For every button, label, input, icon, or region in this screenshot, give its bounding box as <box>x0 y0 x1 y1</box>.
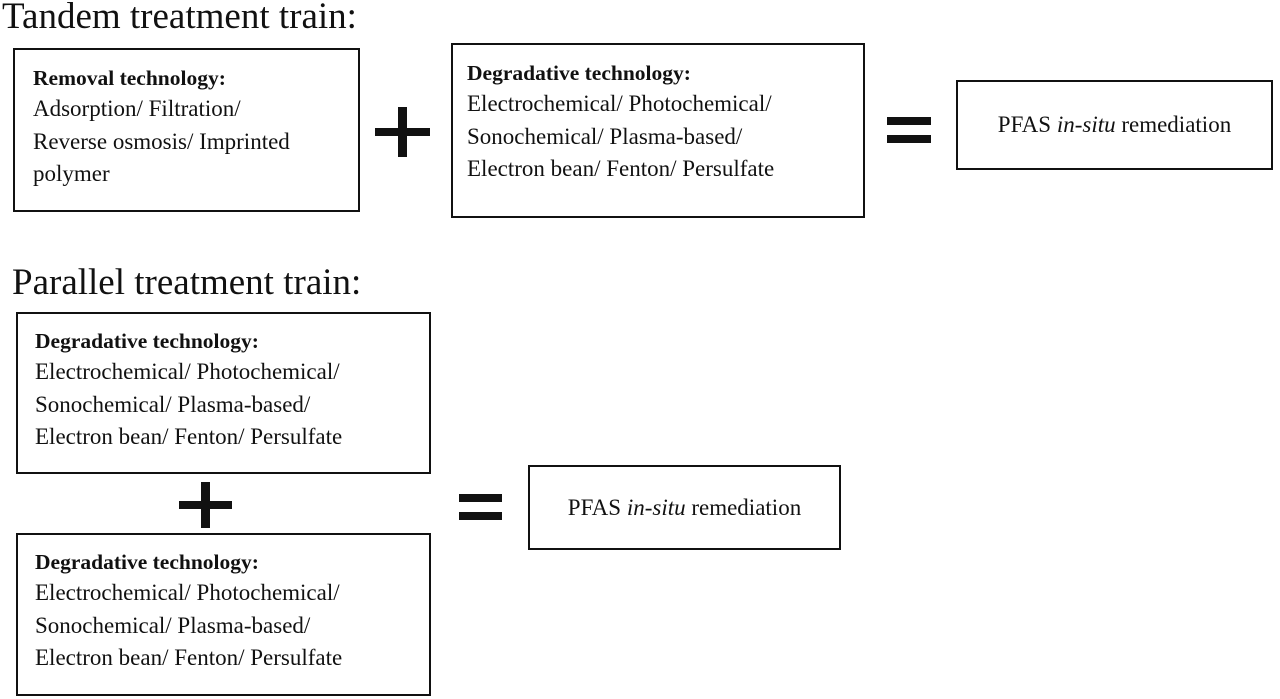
parallel-degradative-top-title: Degradative technology: <box>35 329 259 353</box>
parallel-degradative-top-line-1: Electrochemical/ Photochemical/ <box>35 359 340 384</box>
tandem-result-box: PFAS in-situ remediation <box>956 80 1273 170</box>
tandem-removal-line-2: Reverse osmosis/ Imprinted <box>33 128 290 154</box>
tandem-degradative-box: Degradative technology: Electrochemical/… <box>451 43 865 218</box>
tandem-result-italic: in-situ <box>1056 112 1116 137</box>
parallel-plus-operator <box>179 482 232 528</box>
tandem-removal-title: Removal technology: <box>33 66 226 90</box>
parallel-degradative-top-box: Degradative technology: Electrochemical/… <box>16 312 431 474</box>
parallel-equals-operator <box>459 494 502 520</box>
tandem-removal-box: Removal technology: Adsorption/ Filtrati… <box>13 48 360 212</box>
parallel-degradative-bottom-box: Degradative technology: Electrochemical/… <box>16 533 431 696</box>
parallel-result-text: PFAS in-situ remediation <box>567 494 802 520</box>
parallel-result-box: PFAS in-situ remediation <box>528 465 841 550</box>
parallel-degradative-bottom-line-2: Sonochemical/ Plasma-based/ <box>35 612 311 638</box>
tandem-degradative-line-1: Electrochemical/ Photochemical/ <box>467 91 772 116</box>
parallel-degradative-top-line-2: Sonochemical/ Plasma-based/ <box>35 391 311 417</box>
parallel-degradative-bottom-line-1: Electrochemical/ Photochemical/ <box>35 580 340 605</box>
tandem-heading: Tandem treatment train: <box>2 0 357 37</box>
tandem-removal-line-3: polymer <box>33 161 110 186</box>
parallel-heading: Parallel treatment train: <box>12 262 362 303</box>
tandem-degradative-line-2: Sonochemical/ Plasma-based/ <box>467 123 743 149</box>
tandem-degradative-title: Degradative technology: <box>467 61 691 85</box>
parallel-degradative-bottom-line-3: Electron bean/ Fenton/ Persulfate <box>35 645 343 670</box>
parallel-result-italic: in-situ <box>626 494 686 520</box>
tandem-plus-operator <box>375 107 430 157</box>
parallel-degradative-top-line-3: Electron bean/ Fenton/ Persulfate <box>35 424 343 449</box>
tandem-degradative-line-3: Electron bean/ Fenton/ Persulfate <box>467 156 775 181</box>
tandem-equals-operator <box>887 117 931 143</box>
parallel-degradative-bottom-title: Degradative technology: <box>35 550 259 574</box>
tandem-result-text: PFAS in-situ remediation <box>997 112 1232 137</box>
tandem-removal-line-1: Adsorption/ Filtration/ <box>33 96 241 121</box>
